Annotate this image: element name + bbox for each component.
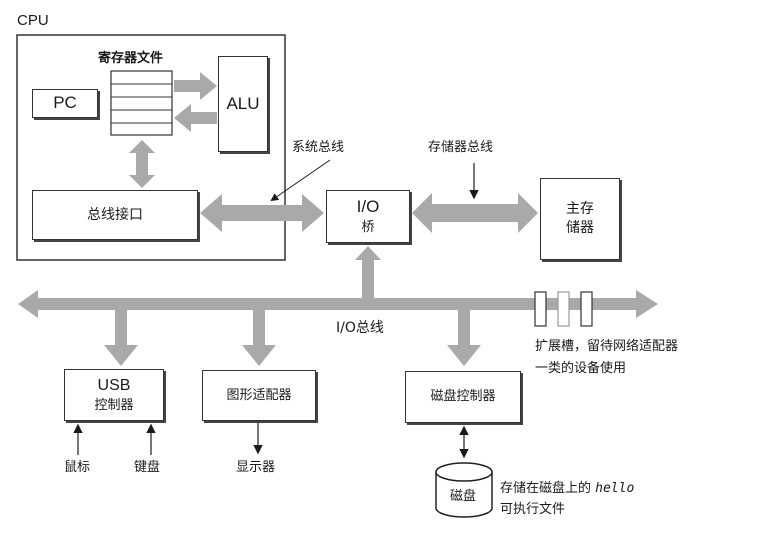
main-memory-box: 主存 储器: [540, 178, 620, 260]
main-memory-line2: 储器: [566, 220, 594, 236]
reg-bus-interface-arrow: [129, 140, 155, 188]
pc-label: PC: [53, 93, 77, 113]
alu-to-reg-arrow: [174, 104, 217, 132]
expansion-line2: 一类的设备使用: [535, 361, 627, 376]
alu-label: ALU: [226, 93, 260, 113]
io-bridge-line2: 桥: [361, 220, 375, 236]
disk-controller-label: 磁盘控制器: [430, 389, 496, 405]
usb-line1: USB: [97, 377, 131, 395]
keyboard-label: 键盘: [134, 460, 161, 475]
io-bus: [18, 290, 658, 318]
alu-box: ALU: [218, 56, 268, 152]
system-bus-arrow: [200, 194, 324, 232]
disk-label: 磁盘: [450, 489, 477, 504]
system-bus-pointer: [270, 159, 331, 202]
disk-drop-arrow: [447, 310, 481, 366]
disk-note-code: hello: [595, 481, 635, 496]
cpu-box: [16, 34, 286, 261]
bus-interface-box: 总线接口: [32, 190, 198, 240]
memory-bus-label: 存储器总线: [428, 140, 494, 155]
bus-interface-label: 总线接口: [87, 206, 143, 223]
expansion-slots: [534, 291, 593, 327]
disk-controller-box: 磁盘控制器: [405, 371, 521, 423]
usb-controller-box: USB 控制器: [64, 369, 164, 421]
disk-note-prefix: 存储在磁盘上的: [500, 481, 592, 496]
usb-line2: 控制器: [94, 398, 134, 414]
reg-to-alu-arrow: [174, 72, 217, 100]
register-file-label: 寄存器文件: [98, 51, 164, 66]
disk-note-line2: 可执行文件: [500, 502, 566, 517]
register-file: [110, 70, 173, 136]
system-bus-label: 系统总线: [292, 140, 345, 155]
io-bridge-line1: I/O: [356, 197, 380, 217]
graphics-adapter-box: 图形适配器: [202, 370, 316, 421]
graphics-label: 图形适配器: [226, 387, 292, 403]
mouse-label: 鼠标: [64, 460, 91, 475]
display-label: 显示器: [236, 460, 276, 475]
io-bridge-box: I/O 桥: [326, 190, 410, 243]
io-bus-label: I/O总线: [336, 320, 384, 336]
graphics-drop-arrow: [242, 310, 276, 366]
pc-box: PC: [32, 89, 98, 118]
main-memory-line1: 主存: [566, 201, 594, 218]
disk-note-line1: 存储在磁盘上的 hello: [500, 482, 634, 495]
expansion-line1: 扩展槽，留待网络适配器: [535, 339, 679, 354]
usb-drop-arrow: [104, 310, 138, 366]
bridge-io-bus-arrow: [355, 246, 381, 298]
disk-cylinder: [435, 462, 493, 518]
memory-bus-arrow: [412, 193, 538, 233]
cpu-label: CPU: [17, 12, 49, 29]
